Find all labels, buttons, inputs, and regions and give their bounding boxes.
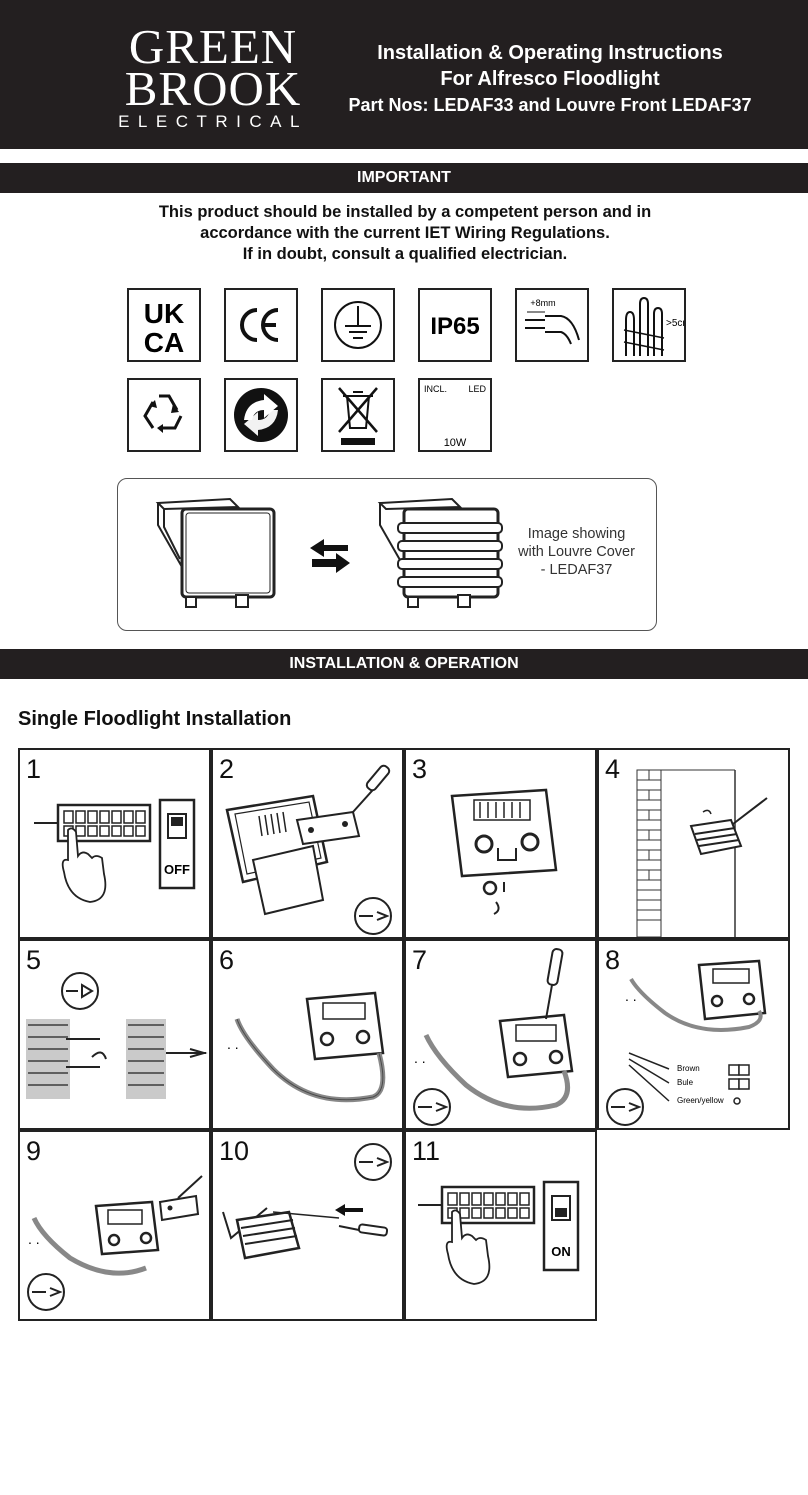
weee-bin-icon xyxy=(321,378,395,452)
section-title: Single Floodlight Installation xyxy=(18,708,292,730)
step-1: 1 OFF xyxy=(18,748,211,939)
document-title: Installation & Operating Instructions Fo… xyxy=(335,40,765,118)
warning-line-2: accordance with the current IET Wiring R… xyxy=(200,224,610,242)
wall-plug-illustration xyxy=(26,972,208,1099)
step-number: 11 xyxy=(412,1136,441,1166)
svg-text:CA: CA xyxy=(144,327,184,358)
svg-text:. .: . . xyxy=(28,1231,40,1247)
caption-line-1: Image showing xyxy=(527,526,626,542)
recycle-icon xyxy=(127,378,201,452)
safety-warning: This product should be installed by a co… xyxy=(100,202,710,265)
green-dot-icon xyxy=(224,378,298,452)
floodlight-louvre-illustration xyxy=(377,497,503,608)
switch-off-label: OFF xyxy=(164,862,190,877)
led-included-icon: INCL. LED 10W xyxy=(418,378,492,452)
title-line: Installation & Operating Instructions xyxy=(377,42,723,64)
step-number: 5 xyxy=(26,945,42,975)
svg-text:. .: . . xyxy=(414,1050,426,1066)
swap-arrows-icon xyxy=(310,539,350,573)
installation-heading: INSTALLATION & OPERATION xyxy=(0,649,808,679)
wiring-terminal-illustration: . . Brown Bule Green/yellow xyxy=(606,959,767,1126)
logo-line-1: GREEN xyxy=(128,19,298,74)
logo-line-2: BROOK xyxy=(124,61,302,116)
led-watts-text: 10W xyxy=(444,437,467,449)
step-number: 6 xyxy=(219,945,235,975)
led-text: LED xyxy=(468,384,486,394)
step-6: 6 . . xyxy=(211,939,404,1130)
step-10: 10 xyxy=(211,1130,404,1321)
ce-mark-icon xyxy=(224,288,298,362)
warning-line-1: This product should be installed by a co… xyxy=(158,203,652,221)
earth-symbol-icon xyxy=(321,288,395,362)
logo-line-3: ELECTRICAL xyxy=(118,112,308,131)
caption-line-2: with Louvre Cover xyxy=(518,544,635,560)
step-5: 5 xyxy=(18,939,211,1130)
consumer-unit-off-illustration: OFF xyxy=(34,798,196,903)
ip65-text: IP65 xyxy=(430,313,479,340)
step-number: 8 xyxy=(605,945,621,975)
louvre-caption: Image showing with Louvre Cover - LEDAF3… xyxy=(509,525,644,579)
step-7: 7 . . xyxy=(404,939,597,1130)
step-8: 8 . . Brown Bule Green/yellow xyxy=(597,939,790,1130)
caption-line-3: - LEDAF37 xyxy=(540,562,613,578)
cable-5cm-text: >5cm xyxy=(666,318,684,329)
floodlight-plain-illustration xyxy=(155,497,276,608)
refit-cover-illustration: . . xyxy=(27,1175,203,1311)
cable-5cm-icon: >5cm xyxy=(612,288,686,362)
louvre-comparison-box: Image showing with Louvre Cover - LEDAF3… xyxy=(117,478,657,631)
greenbrook-logo: GREEN BROOK ELECTRICAL xyxy=(108,19,318,132)
tighten-gland-illustration: . . xyxy=(413,948,574,1126)
step-number: 4 xyxy=(605,754,621,784)
warning-line-3: If in doubt, consult a qualified electri… xyxy=(242,245,568,263)
step-number: 3 xyxy=(412,754,428,784)
step-number: 1 xyxy=(26,754,42,784)
wire-blue-label: Bule xyxy=(677,1078,694,1087)
remove-gland-illustration xyxy=(450,788,558,915)
adjust-angle-illustration xyxy=(222,1143,392,1260)
svg-text:. .: . . xyxy=(227,1036,239,1052)
step-4: 4 xyxy=(597,748,790,939)
strip-8mm-icon: +8mm xyxy=(515,288,589,362)
wire-earth-label: Green/yellow xyxy=(677,1096,724,1105)
important-heading: IMPORTANT xyxy=(0,163,808,193)
step-3: 3 xyxy=(404,748,597,939)
switch-on-label: ON xyxy=(551,1244,571,1259)
led-incl-text: INCL. xyxy=(424,384,447,394)
wall-mount-illustration xyxy=(636,769,768,937)
consumer-unit-on-illustration: ON xyxy=(418,1180,580,1285)
step-9: 9 . . xyxy=(18,1130,211,1321)
svg-text:. .: . . xyxy=(625,988,637,1004)
ukca-mark-icon: UK CA xyxy=(127,288,201,362)
svg-text:UK: UK xyxy=(144,298,184,329)
step-number: 7 xyxy=(412,945,428,975)
step-number: 10 xyxy=(219,1136,250,1166)
step-2: 2 xyxy=(211,748,404,939)
subtitle-line: For Alfresco Floodlight xyxy=(440,68,660,90)
part-numbers: Part Nos: LEDAF33 and Louvre Front LEDAF… xyxy=(348,95,752,115)
feed-cable-illustration: . . xyxy=(227,991,386,1103)
step-number: 2 xyxy=(219,754,235,784)
wire-brown-label: Brown xyxy=(677,1064,700,1073)
step-11: 11 ON xyxy=(404,1130,597,1321)
ip65-rating-icon: IP65 xyxy=(418,288,492,362)
remove-cover-illustration xyxy=(225,764,392,935)
header-banner: GREEN BROOK ELECTRICAL Installation & Op… xyxy=(0,0,808,149)
step-number: 9 xyxy=(26,1136,42,1166)
strip-8mm-text: +8mm xyxy=(530,298,555,308)
